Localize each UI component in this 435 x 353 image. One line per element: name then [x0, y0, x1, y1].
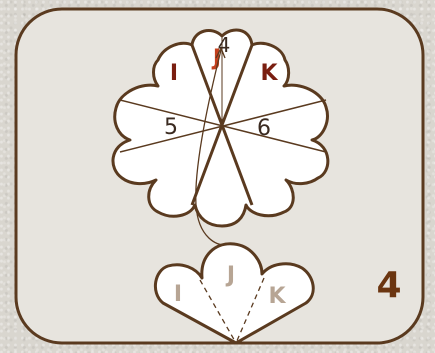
step-number: 4 [376, 265, 401, 306]
flower-number-left: 5 [164, 115, 178, 140]
flower-number-right: 6 [257, 116, 271, 141]
flower-label-right: K [260, 61, 278, 86]
folded-label-right: K [268, 284, 286, 309]
folded-label-left: I [174, 282, 182, 307]
flower-label-left: I [170, 61, 178, 86]
folded-label-middle: J [225, 263, 235, 288]
